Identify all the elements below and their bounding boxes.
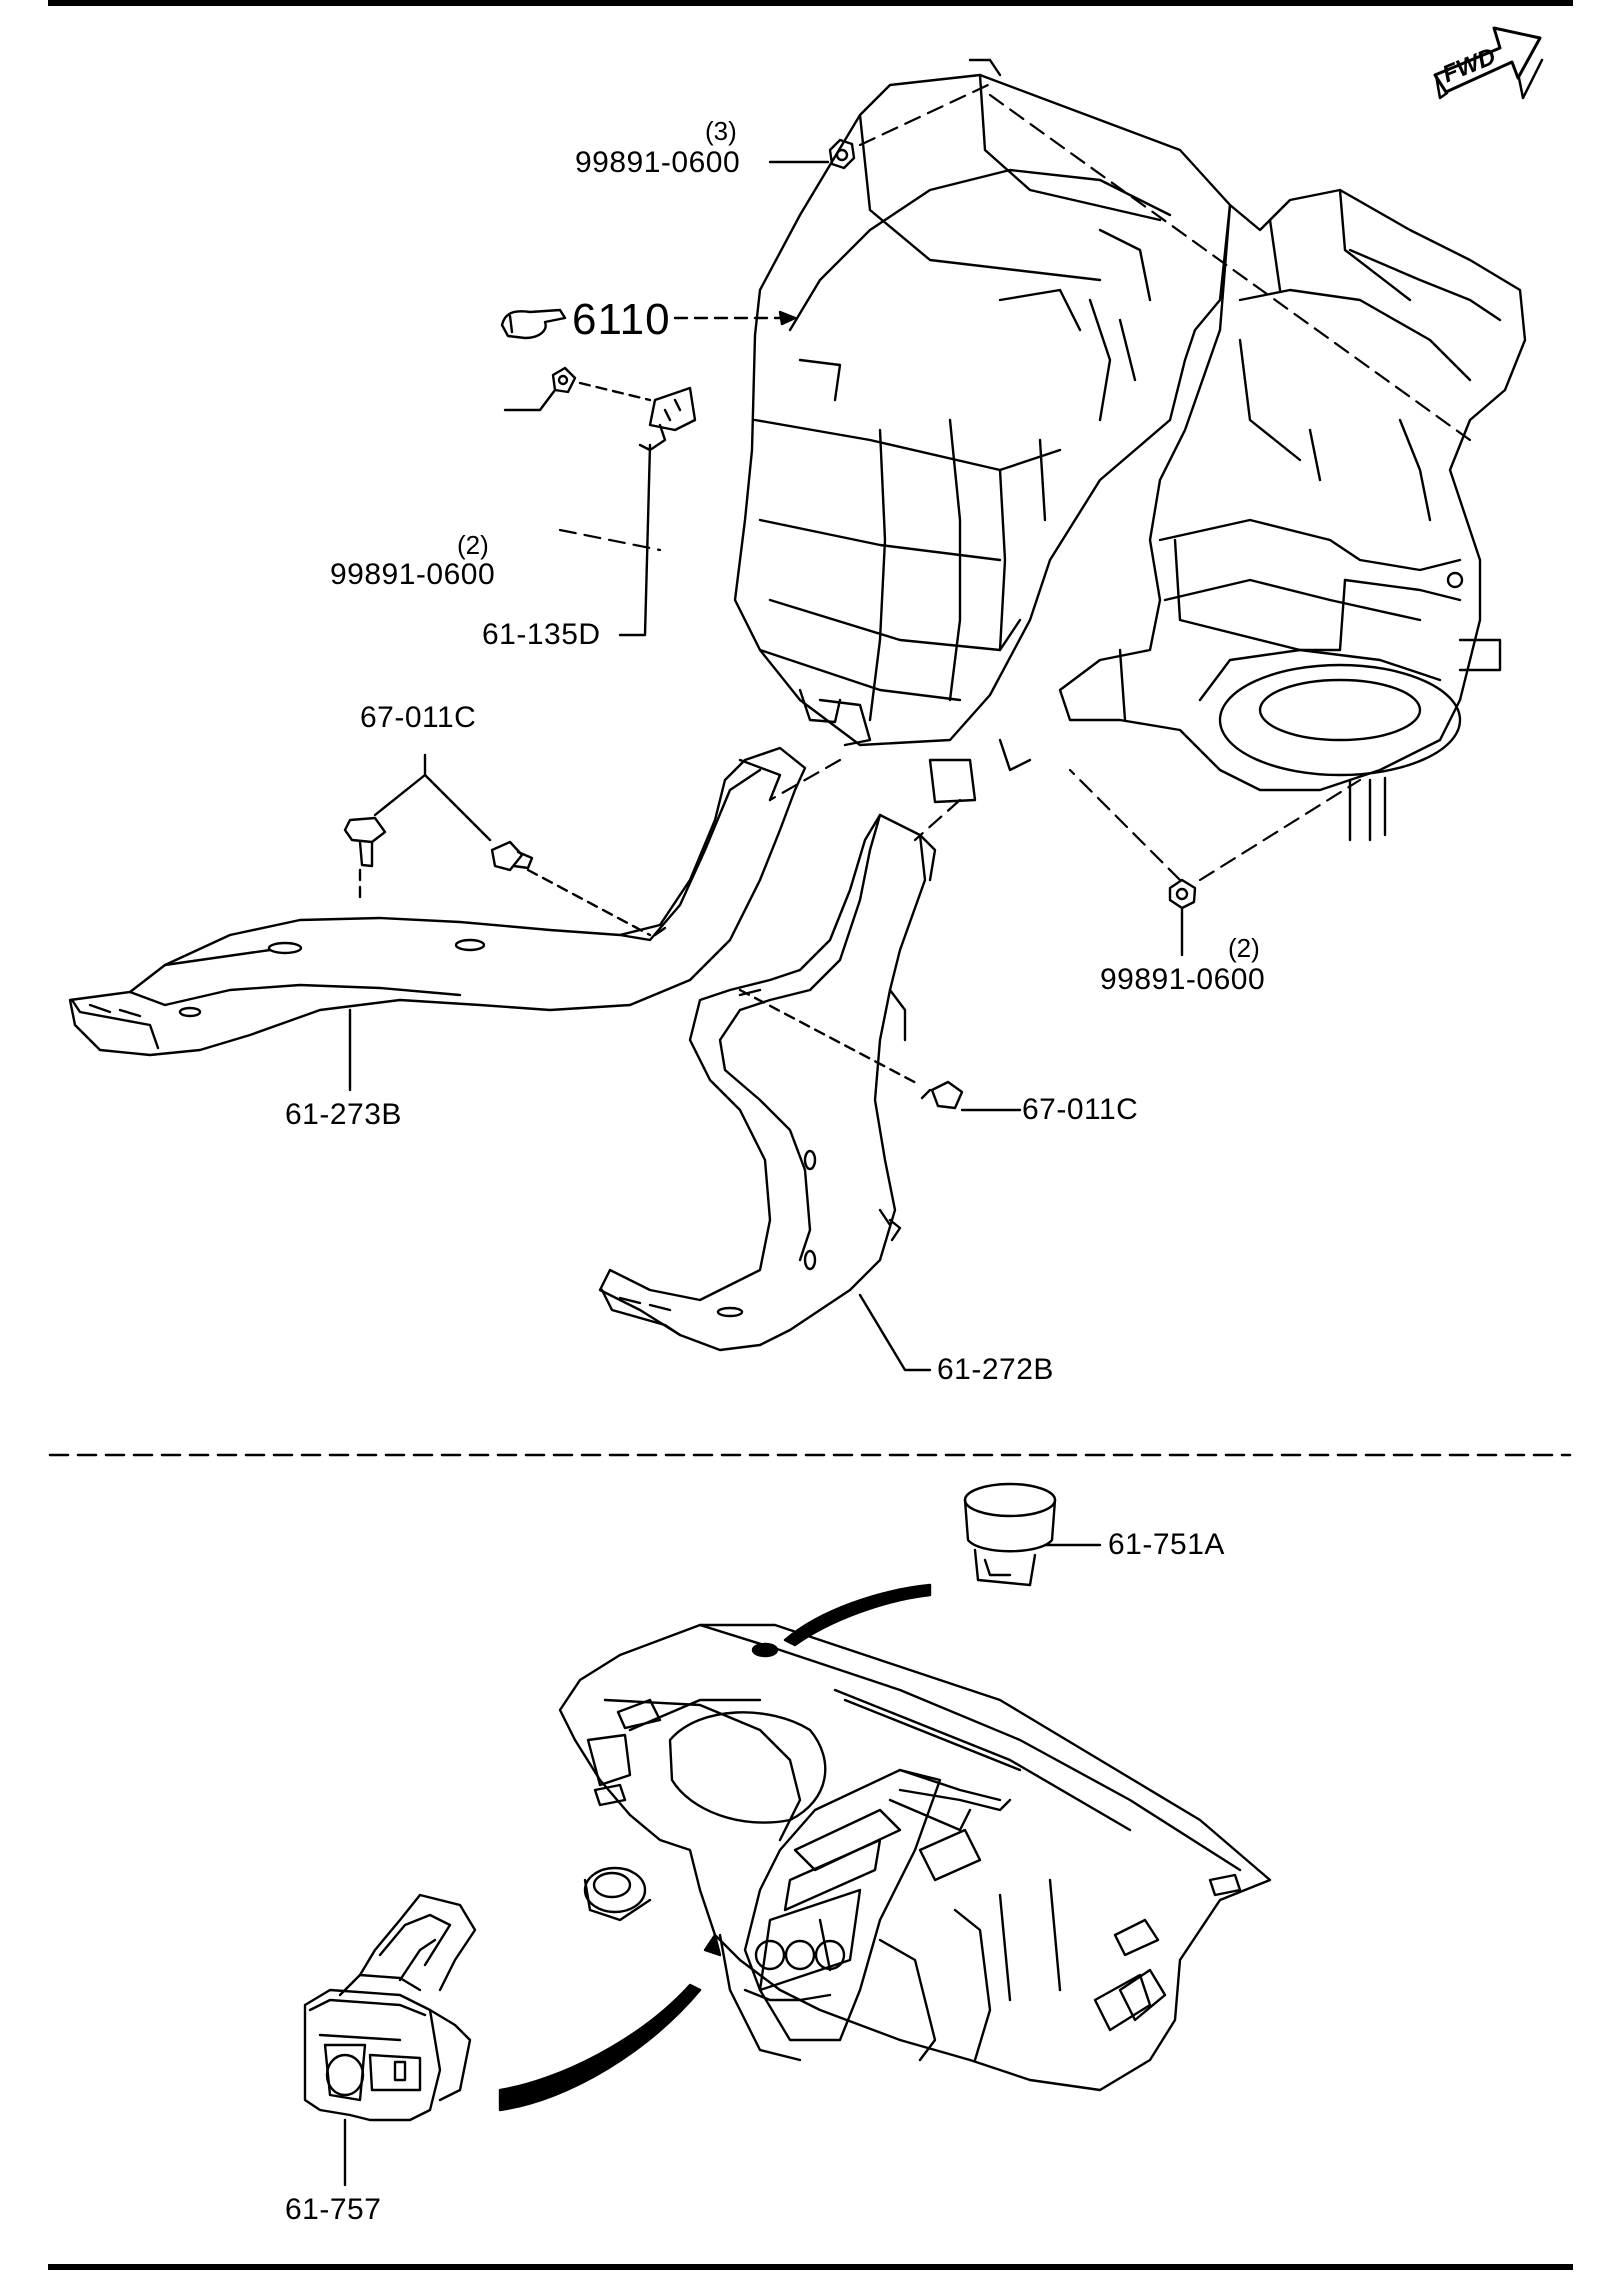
sensor-pointer-arrow	[783, 1583, 932, 1647]
arrowhead-6110	[778, 310, 797, 326]
duct-61-273b	[68, 746, 807, 1057]
label-clip-right: 67-011C	[1022, 1093, 1139, 1126]
fwd-arrow-icon	[1433, 26, 1544, 100]
label-duct-61-273b: 61-273B	[285, 1098, 402, 1131]
label-nut-right: 99891-0600	[1100, 963, 1266, 996]
nut-top-icon	[768, 138, 856, 170]
sensor-61-751a	[963, 1482, 1057, 1587]
label-clip-top: 67-011C	[360, 701, 477, 734]
bracket-61-135d	[638, 386, 697, 452]
dashboard-illustration	[558, 1623, 1272, 2092]
label-switch-61-757: 61-757	[285, 2193, 382, 2226]
label-sensor-61-751a: 61-751A	[1108, 1528, 1225, 1561]
qty-nut-right: (2)	[1228, 933, 1260, 963]
nut-right-icon	[1168, 878, 1197, 910]
clip-left-icon	[343, 816, 387, 868]
clip-mid-icon	[490, 840, 534, 872]
label-nut-top: 99891-0600	[575, 146, 741, 179]
switch-pointer-arrow	[498, 1983, 702, 2112]
leader-clip-top	[373, 753, 492, 842]
bottom-border	[48, 2264, 1573, 2270]
nut-left-icon	[551, 366, 577, 394]
top-border	[48, 0, 1573, 6]
leader-bracket	[618, 443, 652, 637]
qty-nut-left: (2)	[457, 530, 489, 560]
duct-61-272b	[598, 813, 937, 1352]
leader-nut-left	[503, 388, 557, 412]
dashboard-pointer-arrow	[703, 1933, 722, 1957]
heater-unit-6110	[733, 58, 1527, 842]
qty-nut-top: (3)	[705, 116, 737, 146]
label-duct-61-272b: 61-272B	[937, 1353, 1054, 1386]
label-nut-left: 99891-0600	[330, 558, 496, 591]
unit-dashed-leaders	[558, 83, 1472, 882]
clip-right-icon	[920, 1080, 964, 1110]
leader-duct-right	[858, 1293, 932, 1372]
label-bracket-61-135d: 61-135D	[482, 618, 601, 651]
label-6110: 6110	[572, 295, 671, 344]
hand-pointer-icon	[500, 308, 567, 340]
switch-61-757	[303, 1893, 477, 2122]
